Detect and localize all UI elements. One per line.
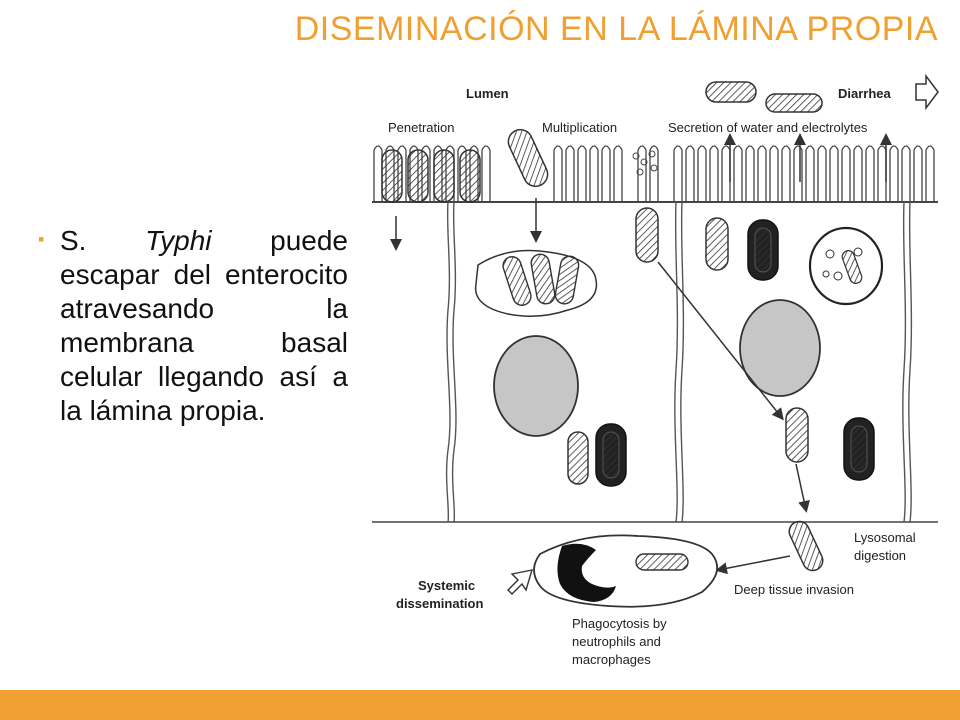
label-diarrhea: Diarrhea	[838, 86, 892, 101]
nucleus-left	[493, 335, 579, 437]
label-multiplication: Multiplication	[542, 120, 617, 135]
slide-title: DISEMINACIÓN EN LA LÁMINA PROPIA	[294, 10, 938, 48]
penetrating-bacteria	[381, 149, 481, 203]
diarrhea-arrow-icon	[915, 73, 939, 111]
salmonella-invasion-diagram: Lumen Diarrhea Penetration Multiplicatio…	[368, 70, 948, 670]
nucleus-right	[739, 299, 821, 397]
label-phago-1: Phagocytosis by	[572, 616, 667, 631]
bullet-italic: Typhi	[145, 225, 212, 256]
lumen-bacterium-2	[765, 93, 823, 113]
bullet-item: ▪ S. Typhi puede escapar del enterocito …	[38, 224, 348, 428]
secreted-particles	[632, 150, 658, 176]
bacterium-entering	[507, 128, 549, 188]
cell-boundaries	[445, 201, 913, 523]
label-systemic-2: dissemination	[396, 596, 483, 611]
lumen-bacterium-1	[705, 81, 757, 103]
label-secretion: Secretion of water and electrolytes	[668, 120, 868, 135]
bullet-list: ▪ S. Typhi puede escapar del enterocito …	[38, 224, 348, 428]
label-phago-2: neutrophils and	[572, 634, 661, 649]
label-lumen: Lumen	[466, 86, 509, 101]
phagocyte-nucleus	[557, 543, 616, 602]
footer-bar	[0, 690, 960, 720]
brush-border	[373, 145, 935, 202]
label-deep-invasion: Deep tissue invasion	[734, 582, 854, 597]
bullet-prefix: S.	[60, 225, 146, 256]
label-penetration: Penetration	[388, 120, 455, 135]
square-bullet-icon: ▪	[38, 229, 45, 249]
label-systemic-1: Systemic	[418, 578, 475, 593]
label-lysosomal-1: Lysosomal	[854, 530, 916, 545]
bullet-text: S. Typhi puede escapar del enterocito at…	[60, 224, 348, 428]
bullet-rest: puede escapar del enterocito atravesando…	[60, 225, 349, 426]
label-phago-3: macrophages	[572, 652, 651, 667]
systemic-arrow-icon	[507, 569, 534, 595]
label-lysosomal-2: digestion	[854, 548, 906, 563]
